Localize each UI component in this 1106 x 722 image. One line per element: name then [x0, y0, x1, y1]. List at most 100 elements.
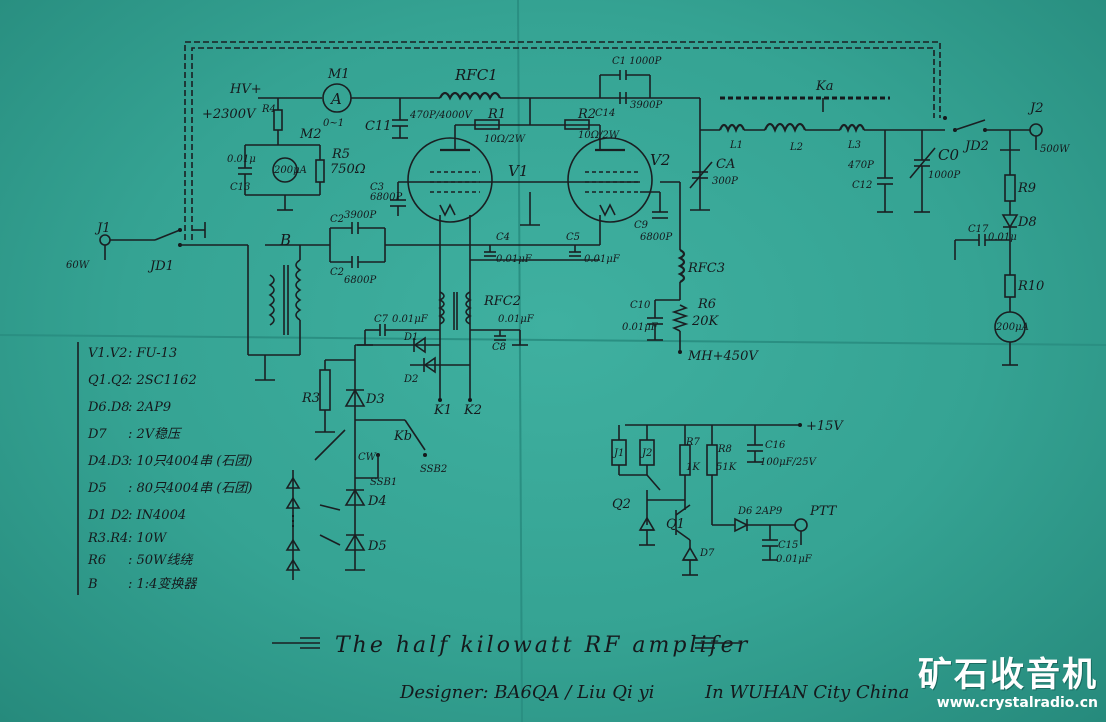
watermark-url: www.crystalradio.cn — [936, 695, 1098, 711]
d4-label: D4 — [367, 494, 387, 509]
ssb2-label: SSB2 — [420, 464, 447, 475]
rfc1-choke: RFC1 — [439, 66, 700, 101]
output-network: L1 L2 L3 Ka CA 300P 470P C12 C0 1000P — [689, 79, 960, 213]
r9-label: R9 — [1017, 181, 1036, 196]
c9-val: 6800P — [640, 232, 672, 243]
c13-label: C13 — [230, 182, 250, 193]
v2-label: V2 — [650, 151, 670, 169]
r8-val: 51K — [716, 462, 737, 473]
diode-chain — [285, 470, 301, 580]
r5-label: R5 — [331, 147, 350, 162]
j1b-label: J1 — [612, 448, 624, 459]
hv-volt: +2300V — [202, 107, 257, 122]
r2-val: 10Ω/2W — [578, 130, 620, 141]
output-relay: JD2 J2 500W — [943, 101, 1070, 155]
d1-label: D1 — [403, 332, 418, 343]
c5-val: 0.01μF — [584, 254, 621, 265]
parts-legend: V1.V2 : FU-13 Q1.Q2 : 2SC1162 D6.D8 : 2A… — [77, 342, 252, 595]
m1-range: 0~1 — [323, 118, 344, 129]
c2b-label: C2 — [330, 267, 344, 278]
title-block: The half kilowatt RF amplifer Designer: … — [272, 633, 909, 703]
r7-label: R7 — [685, 437, 701, 448]
c14-label: C14 — [595, 108, 615, 119]
transformer-b: B — [247, 231, 302, 381]
b-label: B — [279, 231, 291, 249]
r6-label: R6 — [697, 297, 716, 312]
m3-meter: 200μA — [995, 322, 1029, 333]
legend-part-3: D7 — [87, 427, 107, 442]
legend-spec-4: : 10只4004串 (石团) — [128, 454, 252, 469]
d8-label: D8 — [1017, 215, 1037, 230]
legend-part-1: Q1.Q2 — [88, 373, 130, 388]
ca-label: CA — [716, 157, 735, 172]
paper-fold-v — [517, 0, 523, 722]
legend-spec-8: : 50W线绕 — [128, 553, 194, 568]
r5-val: 750Ω — [330, 162, 366, 177]
c0-val: 1000P — [928, 170, 960, 181]
l3-label: L3 — [847, 140, 861, 151]
grid-input: C2 3900P C2 6800P C4 0.01μF C5 0.01μF — [300, 210, 621, 345]
c5-label: C5 — [566, 232, 580, 243]
c12-label: C12 — [852, 180, 872, 191]
tube-v1: V1 — [407, 137, 528, 223]
j2-power: 500W — [1040, 144, 1070, 155]
m2-meter: 200μA — [273, 165, 307, 176]
coupling-caps: C1 1000P 3900P C14 — [595, 56, 662, 119]
q2-label: Q2 — [612, 497, 631, 512]
r8-label: R8 — [717, 444, 732, 455]
paper-fold-h — [0, 334, 1106, 346]
r6-val: 20K — [691, 314, 720, 329]
legend-spec-9: : 1:4变换器 — [128, 576, 197, 592]
ssb1-label: SSB1 — [370, 477, 397, 488]
plus15-label: +15V — [806, 419, 844, 434]
m1-label: M1 — [327, 67, 350, 82]
v1-label: V1 — [508, 162, 528, 180]
hv-section: HV+ +2300V A M1 0~1 R4 M2 200μA 0.01μ C1… — [202, 67, 440, 211]
ca-val: 300P — [712, 176, 738, 187]
legend-part-7: R3.R4 — [87, 531, 128, 546]
legend-spec-0: : FU-13 — [128, 346, 177, 361]
c10-label: C10 — [630, 300, 651, 311]
d5-label: D5 — [367, 539, 387, 554]
c8-label: C8 — [492, 342, 506, 353]
hv-label: HV+ — [229, 82, 262, 97]
ptt-circuit: +15V J1 J2 R7 1K R8 51K C16 100μF/25V Q — [611, 419, 844, 576]
watermark: 矿石收音机 www.crystalradio.cn — [918, 656, 1098, 712]
c7-val: 0.01μF — [392, 314, 429, 325]
legend-spec-7: : 10W — [128, 531, 168, 546]
watermark-cn: 矿石收音机 — [918, 655, 1098, 695]
location-credit: In WUHAN City China — [704, 682, 909, 703]
legend-spec-5: : 80只4004串 (石团) — [128, 481, 252, 496]
c11-label: C11 — [365, 119, 392, 134]
plate-resistors: R1 10Ω/2W R2 10Ω/2W — [454, 98, 620, 150]
c15-label: C15 — [778, 540, 798, 551]
screen-supply: RFC3 C10 0.01μF R6 20K MH+450V — [622, 181, 759, 364]
l2-label: L2 — [789, 142, 803, 153]
c1-top-label: C1 1000P — [612, 56, 662, 67]
c16-label: C16 — [765, 440, 786, 451]
ptt-label: PTT — [809, 504, 838, 519]
kb-label: Kb — [393, 429, 412, 444]
c2a-val: 3900P — [344, 210, 376, 221]
c13-val: 0.01μ — [227, 154, 256, 165]
r1-val: 10Ω/2W — [484, 134, 526, 145]
j1-label: J1 — [94, 221, 110, 236]
c3-val: 6800P — [370, 192, 402, 203]
ka-label: Ka — [815, 79, 833, 94]
j1-connector: J1 60W — [66, 221, 155, 271]
c3-label: C3 — [370, 182, 384, 193]
d6-label: D6 2AP9 — [737, 506, 783, 517]
rfc2-label: RFC2 — [483, 294, 521, 309]
legend-part-6: D1 D2 — [87, 508, 130, 523]
legend-spec-2: : 2AP9 — [128, 400, 171, 415]
r10-label: R10 — [1017, 279, 1044, 294]
j2b-label: J2 — [640, 448, 652, 459]
c4-val: 0.01μF — [496, 254, 533, 265]
r7-val: 1K — [686, 462, 700, 473]
legend-part-2: D6.D8 — [87, 400, 130, 415]
c10-val: 0.01μF — [622, 322, 659, 333]
c15-val: 0.01μF — [776, 554, 813, 565]
c12-val: 470P — [847, 160, 874, 171]
